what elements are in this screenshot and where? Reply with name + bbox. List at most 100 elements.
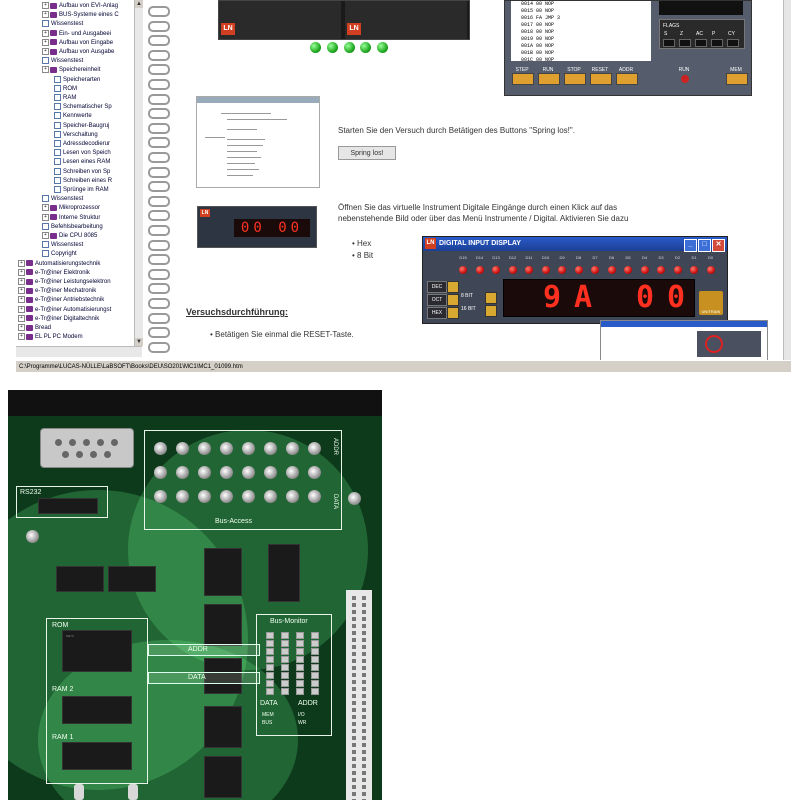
expand-icon[interactable]: + [18,278,25,285]
tree-item[interactable]: +e-Tr@iner Digitaltechnik [18,314,99,323]
tree-item[interactable]: +BUS-Systeme eines C [42,11,119,19]
nav-green-button[interactable] [327,42,338,53]
tree-item[interactable]: Speicherarten [54,75,100,84]
scroll-down-icon[interactable]: ▼ [135,338,143,346]
tree-item[interactable]: Sprünge im RAM [54,186,109,194]
tree-item[interactable]: Lesen eines RAM [54,158,110,166]
spring-los-button[interactable]: Spring los! [338,146,396,160]
mode-hex-button[interactable]: HEX [427,307,447,319]
expand-icon[interactable]: + [18,324,25,331]
hex-toggle[interactable] [447,307,459,319]
expand-icon[interactable]: + [42,66,49,74]
tree-item[interactable]: Speicher-Baugruj [54,121,109,130]
expand-icon[interactable]: + [18,314,25,322]
tree-item[interactable]: Schematischer Sp [54,103,112,111]
expand-icon[interactable]: + [42,29,49,37]
tree-item[interactable]: Wissenstest [42,57,83,65]
tree-item[interactable]: +Die CPU 8085 [42,232,97,240]
sim-key-button[interactable] [538,73,560,85]
tree-item[interactable]: RAM [54,94,76,102]
tree-item[interactable]: +e-Tr@iner Leistungselektron [18,278,111,286]
sim-key-button[interactable] [512,73,534,85]
mode-oct-button[interactable]: OCT [427,294,447,306]
tree-item[interactable]: Wissenstest [42,241,83,249]
tree-item[interactable]: Wissenstest [42,195,83,203]
scroll-up-icon[interactable]: ▲ [135,0,143,8]
tree-horizontal-scrollbar[interactable] [16,346,142,357]
maximize-icon[interactable]: □ [698,239,711,252]
expand-icon[interactable]: + [42,2,49,9]
tree-item[interactable]: +Interne Struktur [42,213,100,222]
oct-toggle[interactable] [447,294,459,306]
tree-item[interactable]: +Bread [18,324,51,332]
tree-item[interactable]: Schreiben von Sp [54,167,110,176]
tree-item[interactable]: +Speichereinheit [42,66,100,74]
bus-jack-icon [308,490,321,503]
sim-key-button[interactable] [590,73,612,85]
expand-icon[interactable]: + [42,204,49,212]
tree-item[interactable]: Copyright [42,250,77,258]
nav-green-button[interactable] [310,42,321,53]
tree-item-label: e-Tr@iner Elektronik [35,269,90,276]
tree-vertical-scrollbar[interactable]: ▲ ▼ [134,0,143,346]
expand-icon[interactable]: + [42,213,49,221]
bit-led-icon [492,266,500,274]
close-icon[interactable]: ✕ [712,239,725,252]
source-code-thumbnail[interactable] [196,96,320,188]
sim-key-button[interactable] [564,73,586,85]
tree-item[interactable]: Lesen von Speich [54,149,111,157]
tree-item-label: ROM [63,85,77,92]
digital-input-display-window[interactable]: LN DIGITAL INPUT DISPLAY _□✕ DEC OCT HEX… [422,236,728,324]
tree-item[interactable]: +e-Tr@iner Mechatronik [18,287,96,295]
mode-dec-button[interactable]: DEC [427,281,447,293]
tree-item-label: Sprünge im RAM [63,187,109,194]
page-icon [54,121,61,129]
sim-key-button[interactable] [616,73,638,85]
tree-item[interactable]: + EL PL PC Modem [18,333,83,341]
tree-item[interactable]: +e-Tr@iner Automatisierungst [18,305,111,314]
tree-item[interactable]: Verschaltung [54,130,98,139]
tree-item[interactable]: +Aufbau von EVI-Anlag [42,2,118,10]
contents-tree[interactable]: +Aufbau von EVI-Anlag+BUS-Systeme eines … [16,0,135,346]
tree-item[interactable]: ROM [54,84,77,93]
nav-green-button[interactable] [360,42,371,53]
8bit-toggle[interactable] [485,292,497,304]
tree-item-label: EL PL PC Modem [35,334,83,341]
tree-item[interactable]: +Aufbau von Ausgabe [42,48,114,56]
16bit-toggle[interactable] [485,305,497,317]
expand-icon[interactable]: + [18,296,25,304]
tree-item[interactable]: +Mikroprozessor [42,204,100,212]
virtual-device-image[interactable]: LN LN [218,0,470,40]
tree-item[interactable]: +Automatisierungstechnik [18,259,100,268]
expand-icon[interactable]: + [42,11,49,19]
tree-item[interactable]: Befehlsbearbeitung [42,222,103,231]
tree-item[interactable]: +Ein- und Ausgabeei [42,29,111,38]
expand-icon[interactable]: + [18,259,25,267]
dec-toggle[interactable] [447,281,459,293]
tree-item[interactable]: +Aufbau von Eingabe [42,38,113,47]
simulator-thumbnail[interactable] [600,320,768,360]
expand-icon[interactable]: + [18,333,25,341]
expand-icon[interactable]: + [18,305,25,313]
expand-icon[interactable]: + [42,232,49,239]
connector-hole [352,743,356,747]
minimize-icon[interactable]: _ [684,239,697,252]
nav-green-button[interactable] [344,42,355,53]
tree-item[interactable]: Schreiben eines R [54,176,112,185]
monitor-led-icon [296,656,304,663]
nav-green-button[interactable] [377,42,388,53]
content-vertical-scrollbar[interactable] [783,0,791,360]
expand-icon[interactable]: + [42,38,49,46]
expand-icon[interactable]: + [18,268,25,276]
digital-input-thumbnail[interactable]: LN 00 00 [197,206,317,248]
tree-item[interactable]: +e-Tr@iner Antriebstechnik [18,296,104,304]
tree-item[interactable]: Kennwerte [54,112,92,120]
mem-key-button[interactable] [726,73,748,85]
bit-led-icon [574,266,583,274]
expand-icon[interactable]: + [42,48,49,55]
expand-icon[interactable]: + [18,287,25,295]
tree-item[interactable]: Adressdecodierur [54,140,110,148]
register-display [659,1,743,15]
tree-item[interactable]: Wissenstest [42,20,83,28]
tree-item[interactable]: + e-Tr@iner Elektronik [18,268,90,277]
